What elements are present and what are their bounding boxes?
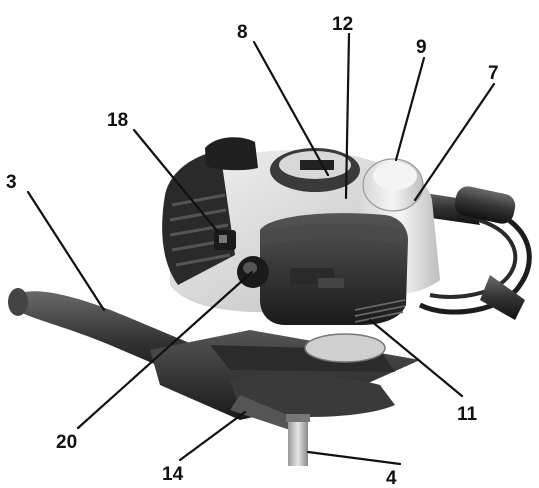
callout-leaders bbox=[26, 32, 496, 466]
leader-9 bbox=[394, 56, 426, 162]
callout-12: 12 bbox=[332, 14, 353, 35]
leader-11 bbox=[368, 318, 464, 398]
leader-8 bbox=[252, 40, 330, 177]
callout-18: 18 bbox=[107, 110, 128, 131]
cylinder-fins bbox=[162, 150, 235, 285]
callout-3: 3 bbox=[6, 172, 17, 193]
leader-7 bbox=[413, 82, 496, 202]
callout-labels: 3 4 7 8 9 11 12 14 18 20 bbox=[6, 14, 499, 488]
top-cover bbox=[270, 148, 360, 192]
callout-7: 7 bbox=[488, 63, 499, 84]
leader-4 bbox=[306, 450, 402, 466]
fuel-cap bbox=[362, 158, 424, 212]
starter-handle bbox=[205, 137, 258, 171]
leader-14 bbox=[178, 410, 247, 462]
callout-9: 9 bbox=[416, 37, 427, 58]
leader-3 bbox=[26, 190, 106, 312]
leader-12 bbox=[344, 32, 351, 200]
callout-8: 8 bbox=[237, 22, 248, 43]
carburetor-linkage bbox=[290, 268, 344, 288]
leader-20 bbox=[76, 270, 254, 430]
callout-14: 14 bbox=[162, 464, 184, 485]
leader-18 bbox=[132, 128, 220, 234]
gear-housing bbox=[230, 373, 395, 430]
output-shaft bbox=[286, 414, 310, 466]
callout-20: 20 bbox=[56, 432, 77, 453]
ignition-switch bbox=[214, 230, 236, 250]
right-handle-grip bbox=[454, 186, 516, 224]
air-filter-cover bbox=[260, 213, 408, 325]
callout-4: 4 bbox=[386, 468, 397, 488]
callout-11: 11 bbox=[457, 404, 478, 425]
